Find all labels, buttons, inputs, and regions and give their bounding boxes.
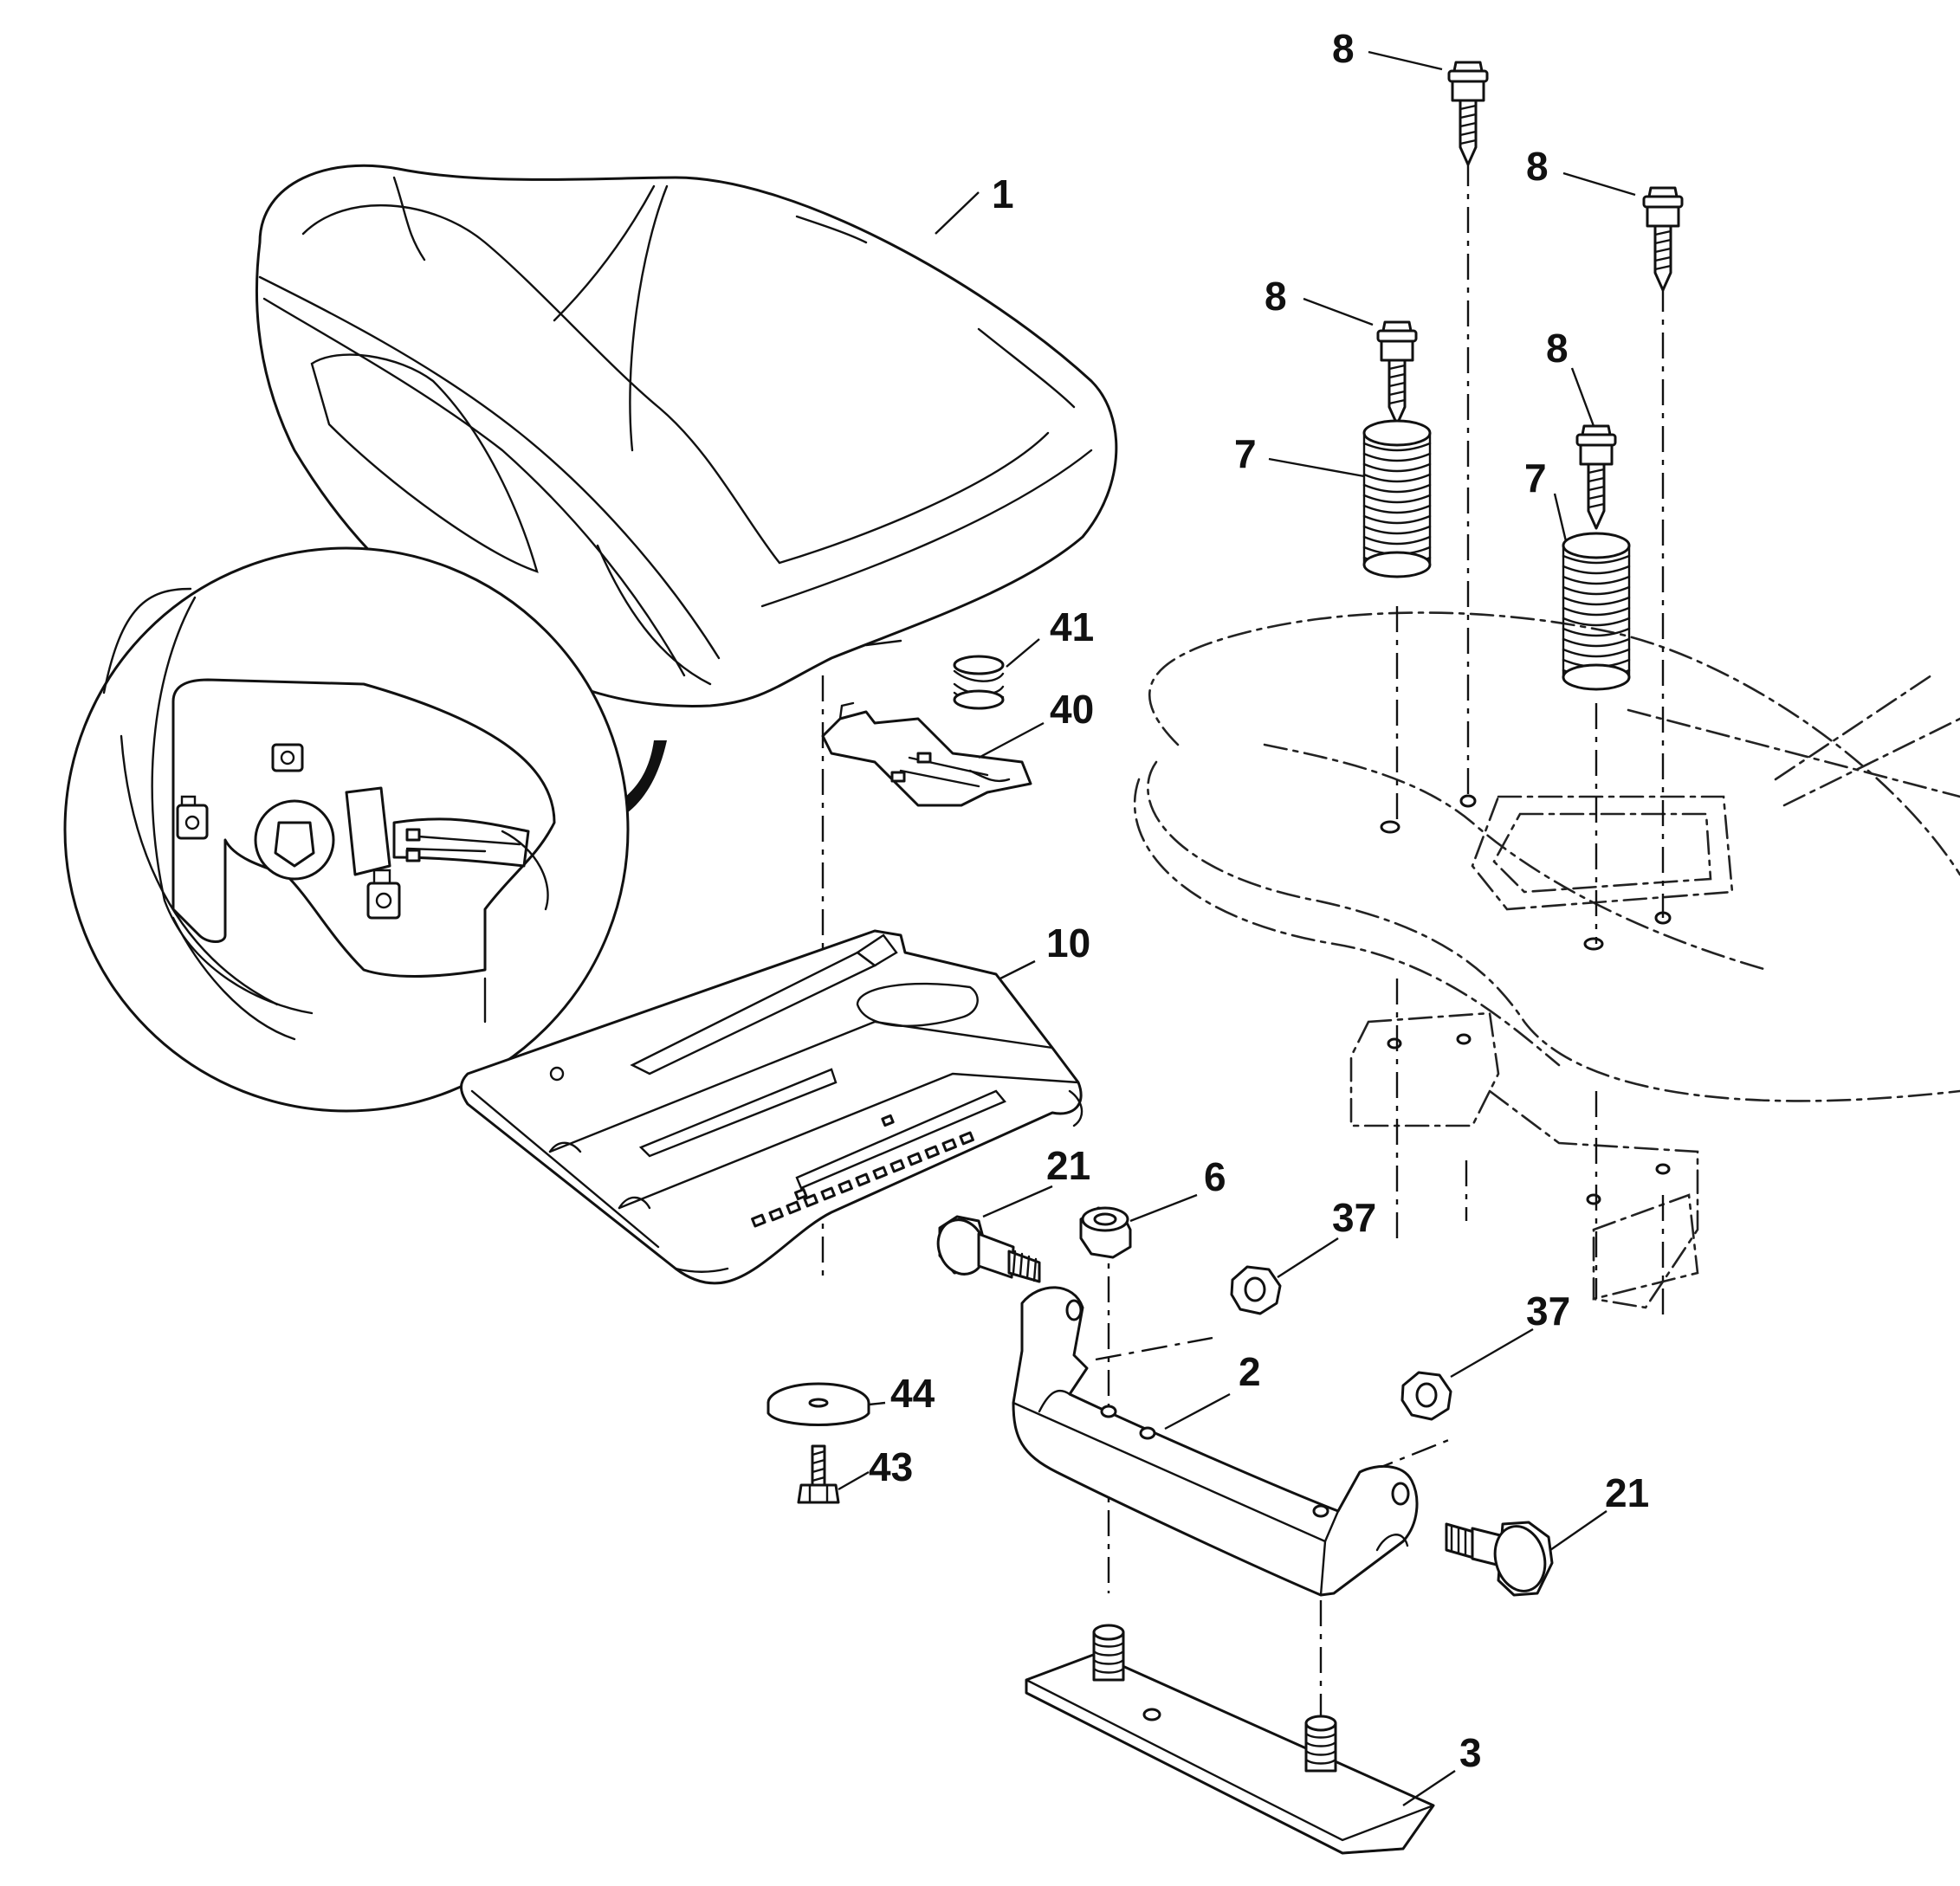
base-plate — [1025, 1624, 1435, 1855]
stud-right — [1304, 1715, 1337, 1773]
callout-8-left: 8 — [1265, 274, 1287, 319]
callout-3: 3 — [1459, 1730, 1482, 1775]
hex-screw — [797, 1444, 840, 1504]
bolt-8-right — [1642, 186, 1684, 292]
callout-8-right: 8 — [1526, 144, 1549, 189]
washer — [767, 1382, 870, 1426]
bolt-8-middle — [1575, 424, 1617, 530]
callout-6: 6 — [1204, 1154, 1226, 1199]
callout-7-right: 7 — [1524, 455, 1547, 501]
stud-left — [1092, 1624, 1125, 1682]
coil-spring-right — [1562, 532, 1631, 691]
seat-pan-slots — [751, 1114, 974, 1228]
callout-2: 2 — [1239, 1349, 1261, 1394]
callout-41: 41 — [1050, 604, 1094, 649]
callout-labels: 1 8 8 8 8 7 7 41 40 10 21 6 37 37 2 44 4… — [869, 26, 1649, 1775]
nut-upper — [1230, 1265, 1282, 1315]
callout-10: 10 — [1046, 920, 1090, 966]
shoulder-bolt-left — [936, 1215, 1041, 1283]
callout-40: 40 — [1050, 687, 1094, 732]
callout-21-right: 21 — [1605, 1470, 1649, 1515]
bolt-8-top — [1447, 61, 1489, 166]
callout-8-top: 8 — [1332, 26, 1355, 71]
latch-plate — [821, 701, 1032, 807]
latch-detail-inset — [63, 546, 630, 1113]
tractor-frame-outline — [1133, 611, 1960, 1309]
lock-nut — [1079, 1206, 1132, 1259]
mounting-bracket — [1012, 1286, 1419, 1597]
shoulder-bolt-right — [1445, 1521, 1554, 1597]
bolt-8-left — [1376, 320, 1418, 426]
seat-pan — [460, 929, 1083, 1285]
callout-7-left: 7 — [1234, 431, 1257, 476]
callout-1: 1 — [992, 171, 1014, 216]
nut-lower — [1400, 1371, 1452, 1421]
callout-37-lower: 37 — [1526, 1289, 1570, 1334]
seat — [255, 164, 1118, 708]
coil-spring-left — [1362, 419, 1432, 578]
callout-37-upper: 37 — [1332, 1195, 1376, 1240]
callout-8-middle: 8 — [1546, 326, 1569, 371]
callout-43: 43 — [869, 1444, 913, 1489]
callout-21-left: 21 — [1046, 1143, 1090, 1188]
small-spring — [953, 655, 1005, 710]
callout-44: 44 — [890, 1371, 935, 1416]
leader-lines — [838, 50, 1636, 1806]
